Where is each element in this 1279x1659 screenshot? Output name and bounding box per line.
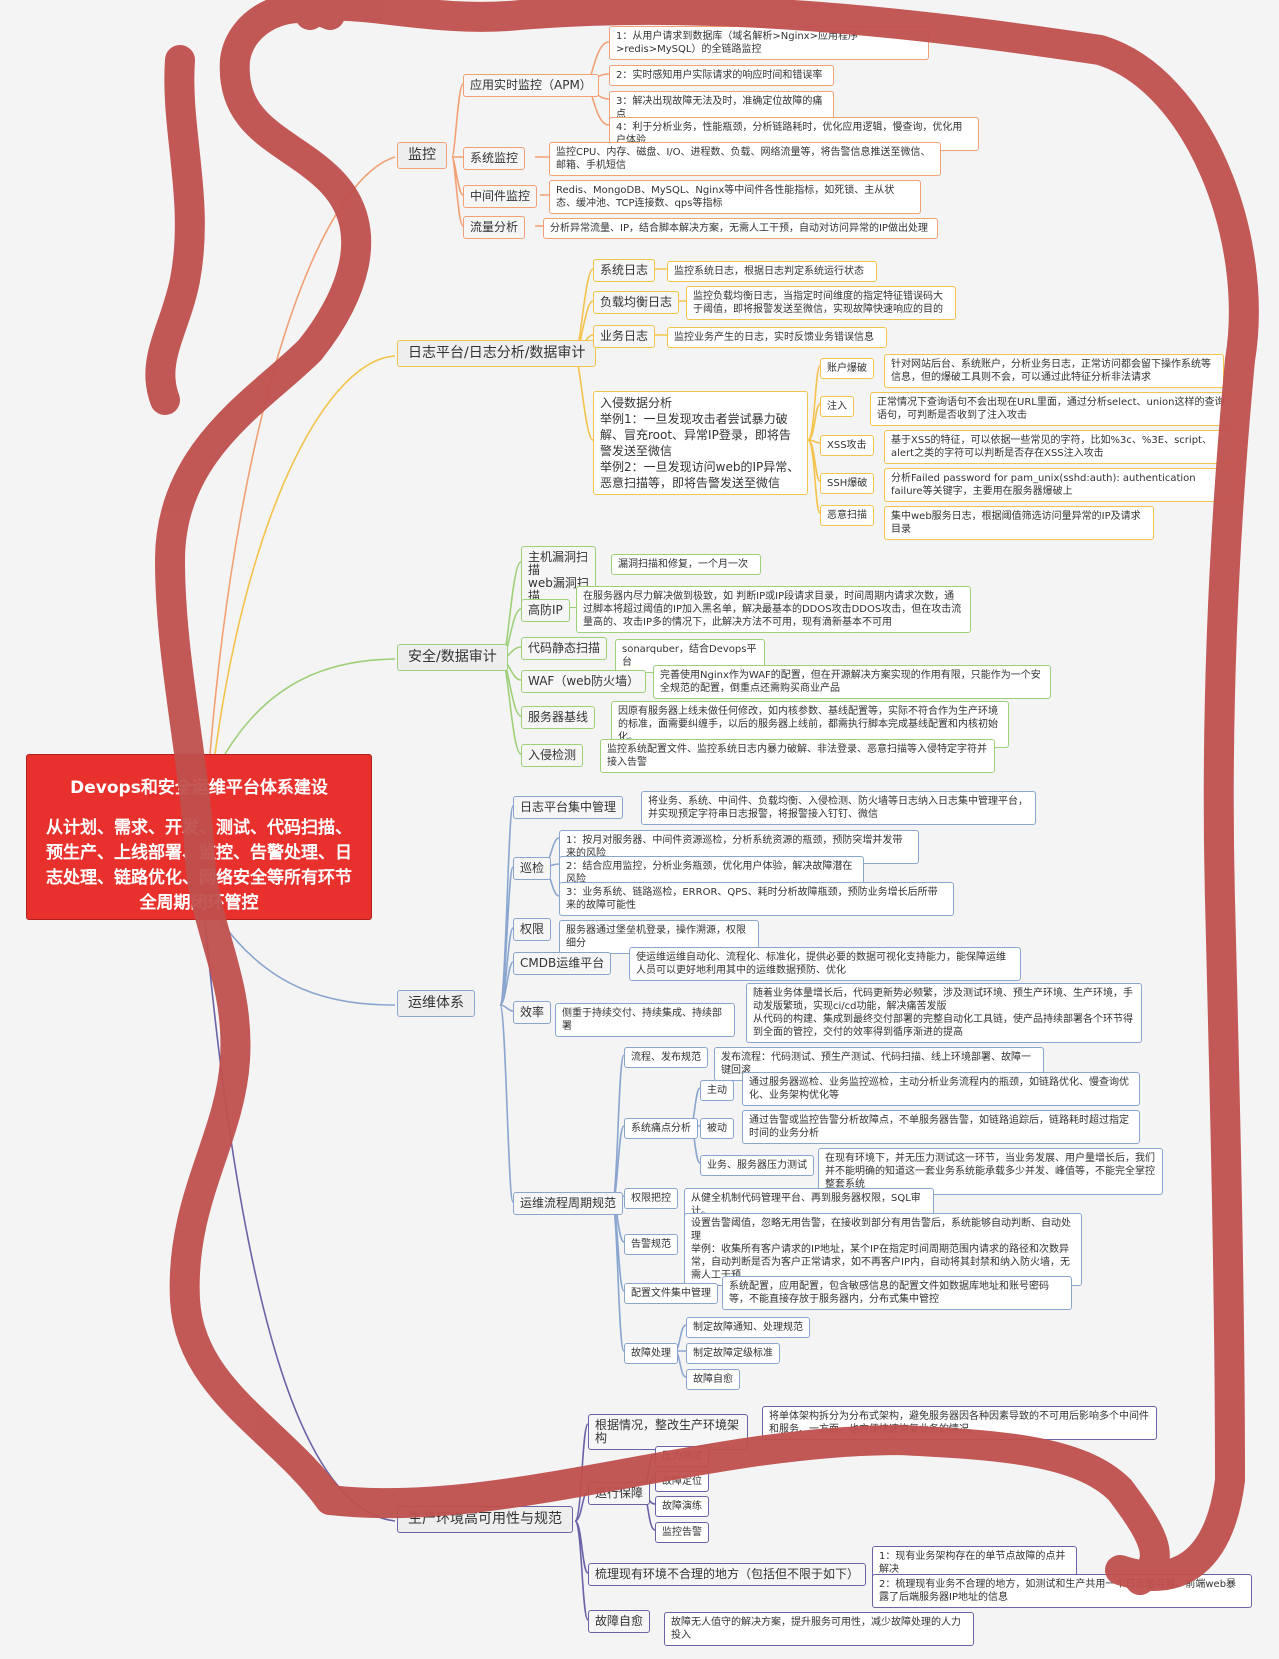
node-pain-analysis[interactable]: 系统痛点分析: [624, 1118, 698, 1139]
apm-item-2[interactable]: 2：实时感知用户实际请求的响应时间和错误率: [609, 65, 834, 86]
branch-prod[interactable]: 生产环境高可用性与规范: [397, 1506, 573, 1533]
syslog-desc[interactable]: 监控系统日志，根据日志判定系统运行状态: [667, 261, 877, 282]
intrusion-item-ssh-desc[interactable]: 分析Failed password for pam_unix(sshd:auth…: [884, 468, 1234, 502]
runtime-item-3[interactable]: 故障演练: [655, 1496, 709, 1517]
node-ops-process[interactable]: 运维流程周期规范: [513, 1192, 624, 1215]
node-sort-issues[interactable]: 梳理现有环境不合理的地方（包括但不限于如下）: [588, 1563, 867, 1586]
alert-spec-desc[interactable]: 设置告警阈值，忽略无用告警，在接收到部分有用告警后，系统能够自动判断、自动处理 …: [684, 1213, 1082, 1286]
node-log-center[interactable]: 日志平台集中管理: [513, 796, 624, 819]
log-center-desc[interactable]: 将业务、系统、中间件、负载均衡、入侵检测、防火墙等日志纳入日志集中管理平台，并实…: [641, 791, 1036, 825]
anti-ddos-desc[interactable]: 在服务器内尽力解决做到极致，如 判断IP或IP段请求目录，时间周期内请求次数，通…: [576, 586, 971, 633]
pain-item-active-desc[interactable]: 通过服务器巡检、业务监控巡检，主动分析业务流程内的瓶颈，如链路优化、慢查询优化、…: [742, 1072, 1140, 1106]
pain-item-stress-test-desc[interactable]: 在现有环境下，并无压力测试这一环节，当业务发展、用户量增长后，我们并不能明确的知…: [818, 1148, 1163, 1195]
incident-item-3[interactable]: 故障自愈: [686, 1369, 740, 1390]
intrusion-item-xss[interactable]: XSS攻击: [820, 435, 874, 456]
node-biz-log[interactable]: 业务日志: [593, 325, 656, 348]
waf-desc[interactable]: 完善使用Nginx作为WAF的配置，但在开源解决方案实现的作用有限，只能作为一个…: [653, 665, 1051, 699]
node-config-center[interactable]: 配置文件集中管理: [624, 1283, 718, 1304]
intrusion-item-xss-desc[interactable]: 基于XSS的特征，可以依据一些常见的字符，比如%3c、%3E、script、al…: [884, 430, 1234, 464]
node-efficiency[interactable]: 效率: [513, 1001, 552, 1024]
node-middleware-monitor[interactable]: 中间件监控: [463, 185, 538, 208]
node-baseline[interactable]: 服务器基线: [521, 706, 596, 729]
incident-item-2[interactable]: 制定故障定级标准: [686, 1343, 780, 1364]
pain-item-stress-test[interactable]: 业务、服务器压力测试: [700, 1155, 814, 1176]
node-intrusion-analysis[interactable]: 入侵数据分析 举例1：一旦发现攻击者尝试暴力破解、冒充root、异常IP登录，即…: [593, 391, 808, 495]
node-waf[interactable]: WAF（web防火墙）: [521, 670, 647, 693]
efficiency-desc[interactable]: 随着业务体量增长后，代码更新势必频繁，涉及测试环境、预生产环境、生产环境，手动发…: [746, 983, 1142, 1043]
node-release-spec[interactable]: 流程、发布规范: [624, 1047, 708, 1068]
node-apm[interactable]: 应用实时监控（APM）: [463, 74, 599, 97]
node-incident[interactable]: 故障处理: [624, 1343, 678, 1364]
node-self-heal[interactable]: 故障自愈: [588, 1610, 651, 1633]
ids-desc[interactable]: 监控系统配置文件、监控系统日志内暴力破解、非法登录、恶意扫描等入侵特定字符并接入…: [600, 739, 995, 773]
efficiency-mid[interactable]: 侧重于持续交付、持续集成、持续部署: [555, 1003, 735, 1037]
intrusion-item-scan[interactable]: 恶意扫描: [820, 505, 874, 526]
lb-log-desc[interactable]: 监控负载均衡日志，当指定时间维度的指定特征错误码大于阈值，即将报警发送至微信，实…: [686, 286, 956, 320]
patrol-item-3[interactable]: 3：业务系统、链路巡检，ERROR、QPS、耗时分析故障瓶颈，预防业务增长后所带…: [559, 882, 954, 916]
node-syslog[interactable]: 系统日志: [593, 259, 656, 282]
node-vuln-scan[interactable]: 主机漏洞扫描 web漏洞扫描: [521, 546, 596, 608]
intrusion-item-scan-desc[interactable]: 集中web服务日志，根据阈值筛选访问量异常的IP及请求目录: [884, 506, 1154, 540]
config-center-desc[interactable]: 系统配置，应用配置，包含敏感信息的配置文件如数据库地址和账号密码等，不能直接存放…: [722, 1276, 1072, 1310]
node-cmdb[interactable]: CMDB运维平台: [513, 952, 612, 975]
pain-item-passive[interactable]: 被动: [700, 1118, 734, 1139]
middleware-monitor-desc[interactable]: Redis、MongoDB、MySQL、Nginx等中间件各性能指标，如死锁、主…: [549, 180, 921, 214]
node-permission-control[interactable]: 权限把控: [624, 1188, 678, 1209]
node-traffic-analysis[interactable]: 流量分析: [463, 216, 526, 239]
pain-item-active[interactable]: 主动: [700, 1080, 734, 1101]
node-system-monitor[interactable]: 系统监控: [463, 147, 526, 170]
intrusion-item-bruteforce[interactable]: 账户爆破: [820, 358, 874, 379]
intrusion-item-injection-desc[interactable]: 正常情况下查询语句不会出现在URL里面，通过分析select、union这样的查…: [870, 392, 1235, 426]
branch-ops[interactable]: 运维体系: [397, 990, 475, 1017]
intrusion-item-bruteforce-desc[interactable]: 针对网站后台、系统账户，分析业务日志，正常访问都会留下操作系统等信息，但的爆破工…: [884, 354, 1224, 388]
intrusion-item-ssh[interactable]: SSH爆破: [820, 473, 875, 494]
node-ids[interactable]: 入侵检测: [521, 744, 584, 767]
node-patrol[interactable]: 巡检: [513, 857, 552, 880]
node-anti-ddos[interactable]: 高防IP: [521, 599, 570, 622]
runtime-item-4[interactable]: 监控告警: [655, 1522, 709, 1543]
vuln-scan-desc[interactable]: 漏洞扫描和修复，一个月一次: [611, 554, 761, 575]
traffic-analysis-desc[interactable]: 分析异常流量、IP，结合脚本解决方案，无需人工干预，自动对访问异常的IP做出处理: [543, 218, 938, 239]
node-alert-spec[interactable]: 告警规范: [624, 1234, 678, 1255]
node-permission[interactable]: 权限: [513, 918, 552, 941]
branch-security[interactable]: 安全/数据审计: [397, 644, 508, 671]
pain-item-passive-desc[interactable]: 通过告警或监控告警分析故障点，不单服务器告警，如链路追踪后，链路耗时超过指定时间…: [742, 1110, 1140, 1144]
biz-log-desc[interactable]: 监控业务产生的日志，实时反馈业务错误信息: [667, 327, 887, 348]
node-sast[interactable]: 代码静态扫描: [521, 637, 608, 660]
self-heal-desc[interactable]: 故障无人值守的解决方案，提升服务可用性，减少故障处理的人力投入: [664, 1612, 974, 1646]
intrusion-item-injection[interactable]: 注入: [820, 396, 854, 417]
incident-item-1[interactable]: 制定故障通知、处理规范: [686, 1317, 810, 1338]
branch-monitor[interactable]: 监控: [397, 142, 447, 169]
system-monitor-desc[interactable]: 监控CPU、内存、磁盘、I/O、进程数、负载、网络流量等，将告警信息推送至微信、…: [549, 142, 941, 176]
branch-logs[interactable]: 日志平台/日志分析/数据审计: [397, 340, 597, 367]
cmdb-desc[interactable]: 使运维运维自动化、流程化、标准化，提供必要的数据可视化支持能力，能保障运维人员可…: [629, 947, 1021, 981]
node-lb-log[interactable]: 负载均衡日志: [593, 291, 680, 314]
